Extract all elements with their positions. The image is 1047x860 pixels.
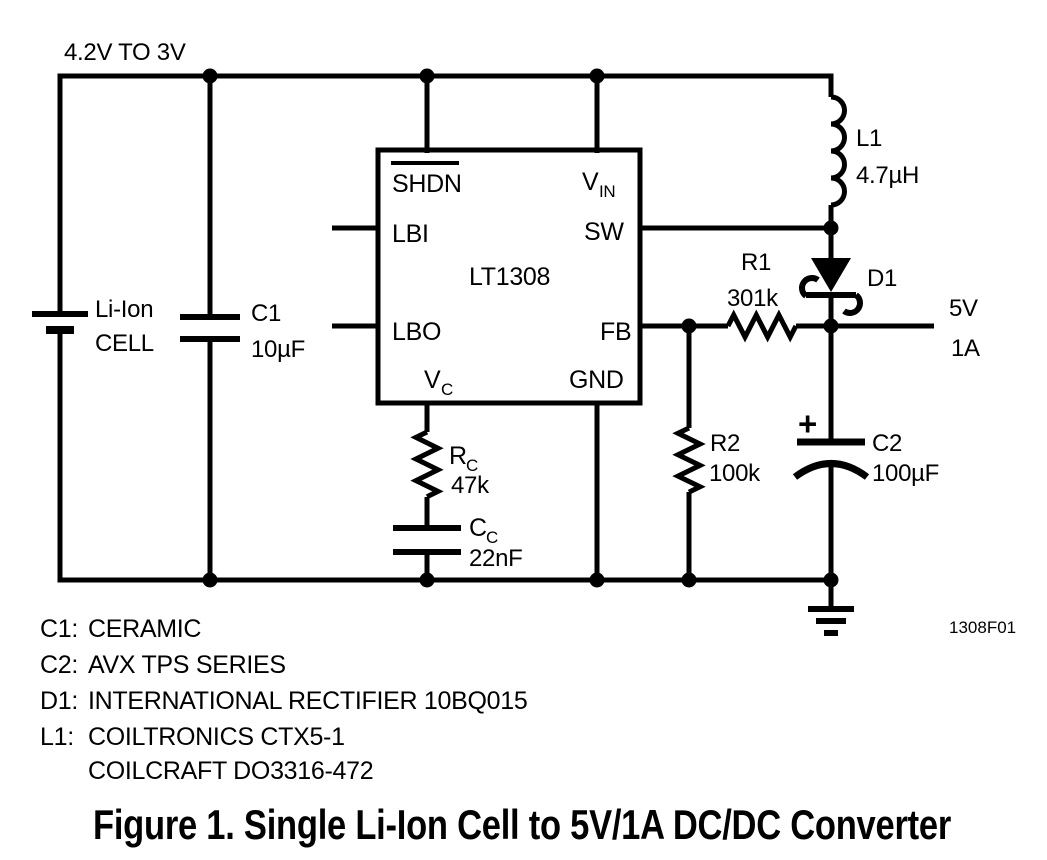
note-label: C1:: [40, 615, 78, 643]
pin-label-sw: SW: [584, 218, 624, 246]
junction-dots: [202, 68, 839, 588]
capacitor-c2-symbol: [792, 438, 870, 480]
figure-code-label: 1308F01: [949, 618, 1016, 637]
resistor-r2-symbol: [672, 425, 706, 495]
junction-dot: [419, 68, 435, 84]
capacitor-cc-symbol: [393, 525, 461, 555]
pin-label-lbi: LBI: [392, 220, 429, 248]
junction-dot: [823, 220, 839, 236]
cc-value-label: 22nF: [469, 545, 523, 572]
c2-ref-label: C2: [872, 430, 902, 457]
rc-zigzag: [410, 429, 444, 500]
r1-ref-label: R1: [741, 249, 771, 276]
junction-dot: [419, 572, 435, 588]
r2-value-label: 100k: [709, 460, 761, 487]
battery-symbol: [32, 311, 88, 334]
note-label: L1:: [40, 723, 74, 751]
output-current-label: 1A: [951, 335, 980, 362]
note-label: D1:: [40, 687, 78, 715]
note-text: CERAMIC: [88, 615, 201, 643]
l1-ref-label: L1: [856, 125, 882, 152]
output-voltage-label: 5V: [949, 295, 978, 322]
r1-zigzag: [725, 309, 799, 343]
note-label: C2:: [40, 651, 78, 679]
d1-schottky-left-hook: [799, 275, 820, 299]
pin-label-lbo: LBO: [392, 318, 441, 346]
c2-value-label: 100µF: [872, 460, 939, 487]
c1-ref-label: C1: [251, 300, 281, 327]
note-text: AVX TPS SERIES: [88, 651, 286, 679]
diode-d1-symbol: [799, 258, 863, 316]
junction-dot: [681, 572, 697, 588]
junction-dot: [589, 68, 605, 84]
r2-ref-label: R2: [710, 430, 740, 457]
inductor-l1-symbol: [830, 94, 847, 208]
top-rail-wire: [57, 73, 834, 314]
bottom-rail-wire: [57, 331, 831, 583]
rc-value-label: 47k: [451, 472, 490, 499]
junction-dot: [823, 318, 839, 334]
note-text: COILCRAFT DO3316-472: [88, 757, 373, 785]
r2-zigzag: [672, 425, 706, 495]
cc-ref-sub-label: C: [486, 528, 498, 547]
figure-caption: Figure 1. Single Li-Ion Cell to 5V/1A DC…: [93, 801, 951, 848]
d1-ref-label: D1: [867, 265, 897, 292]
pin-label-shdn: SHDN: [392, 170, 462, 198]
pin-label-vc-main: V: [424, 366, 441, 394]
c2-polarity-label: +: [798, 405, 817, 442]
rc-ref-sub-label: C: [466, 456, 478, 475]
l1-coil: [830, 94, 847, 208]
component-notes: C1: CERAMIC C2: AVX TPS SERIES D1: INTER…: [40, 615, 528, 785]
cc-ref-main-label: C: [469, 514, 487, 542]
pin-label-gnd: GND: [569, 366, 624, 394]
junction-dot: [202, 572, 218, 588]
d1-anode-triangle: [811, 258, 851, 292]
junction-dot: [823, 572, 839, 588]
d1-schottky-right-hook: [842, 292, 863, 316]
supply-voltage-label: 4.2V TO 3V: [64, 39, 186, 66]
labels: 4.2V TO 3V Li-Ion CELL C1 10µF SHDN V IN…: [64, 39, 1016, 637]
rc-ref-main-label: R: [449, 442, 467, 470]
c1-value-label: 10µF: [251, 336, 305, 363]
pin-label-vin-main: V: [582, 168, 599, 196]
ic-outline: [375, 147, 643, 406]
note-text: INTERNATIONAL RECTIFIER 10BQ015: [88, 687, 527, 715]
l1-value-label: 4.7µH: [856, 162, 919, 189]
capacitor-c1-symbol: [180, 314, 240, 342]
battery-label-line1: Li-Ion: [95, 296, 153, 323]
pin-label-vin-sub: IN: [599, 182, 615, 201]
pin-label-fb: FB: [600, 318, 631, 346]
r1-value-label: 301k: [727, 285, 779, 312]
junction-dot: [589, 572, 605, 588]
resistor-rc-symbol: [410, 429, 444, 500]
battery-label-line2: CELL: [95, 330, 154, 357]
junction-dot: [202, 68, 218, 84]
ic-part-number-label: LT1308: [469, 263, 550, 291]
pin-label-vc-sub: C: [441, 380, 453, 399]
c2-curved-plate: [792, 460, 870, 480]
resistor-r1-symbol: [725, 309, 799, 343]
note-text: COILTRONICS CTX5-1: [88, 723, 345, 751]
junction-dot: [681, 318, 697, 334]
ground-symbol: [808, 606, 854, 636]
